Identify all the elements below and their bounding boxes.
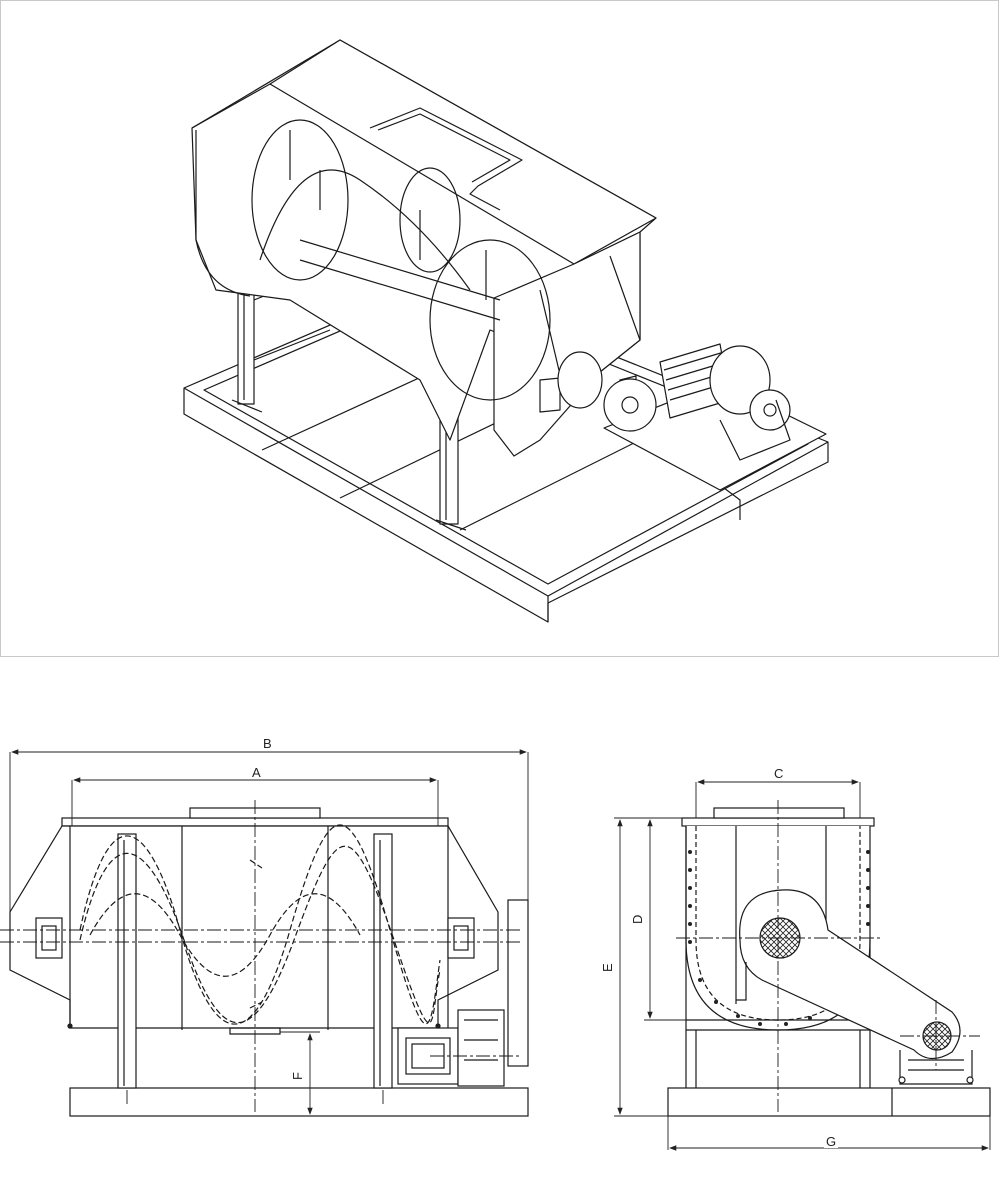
side-bolt-holes [688, 850, 870, 1026]
isometric-ribbon-blender [183, 39, 829, 623]
dim-label-A: A [252, 765, 261, 780]
dimension-labels: B A C D E F G [250, 736, 838, 1149]
front-view [0, 800, 529, 1117]
front-ribbons [79, 824, 441, 1025]
front-base [69, 1087, 529, 1117]
iso-trough [191, 39, 657, 457]
dim-label-D: D [630, 915, 645, 924]
dimension-lines [9, 749, 991, 1151]
front-leg-left [117, 833, 137, 1089]
iso-drive [557, 343, 827, 491]
front-leg-right [373, 833, 393, 1089]
side-inlet-flange [713, 807, 845, 819]
front-centerlines [0, 800, 520, 1112]
dim-label-G: G [826, 1134, 836, 1149]
side-centerlines [676, 800, 980, 1112]
dim-label-F: F [290, 1072, 305, 1080]
iso-ribbons [251, 119, 551, 401]
dim-label-C: C [774, 766, 783, 781]
dim-label-B: B [263, 736, 272, 751]
front-motor [397, 1009, 505, 1087]
side-base [667, 1087, 991, 1117]
dim-label-E: E [600, 963, 615, 972]
side-view [667, 800, 991, 1117]
